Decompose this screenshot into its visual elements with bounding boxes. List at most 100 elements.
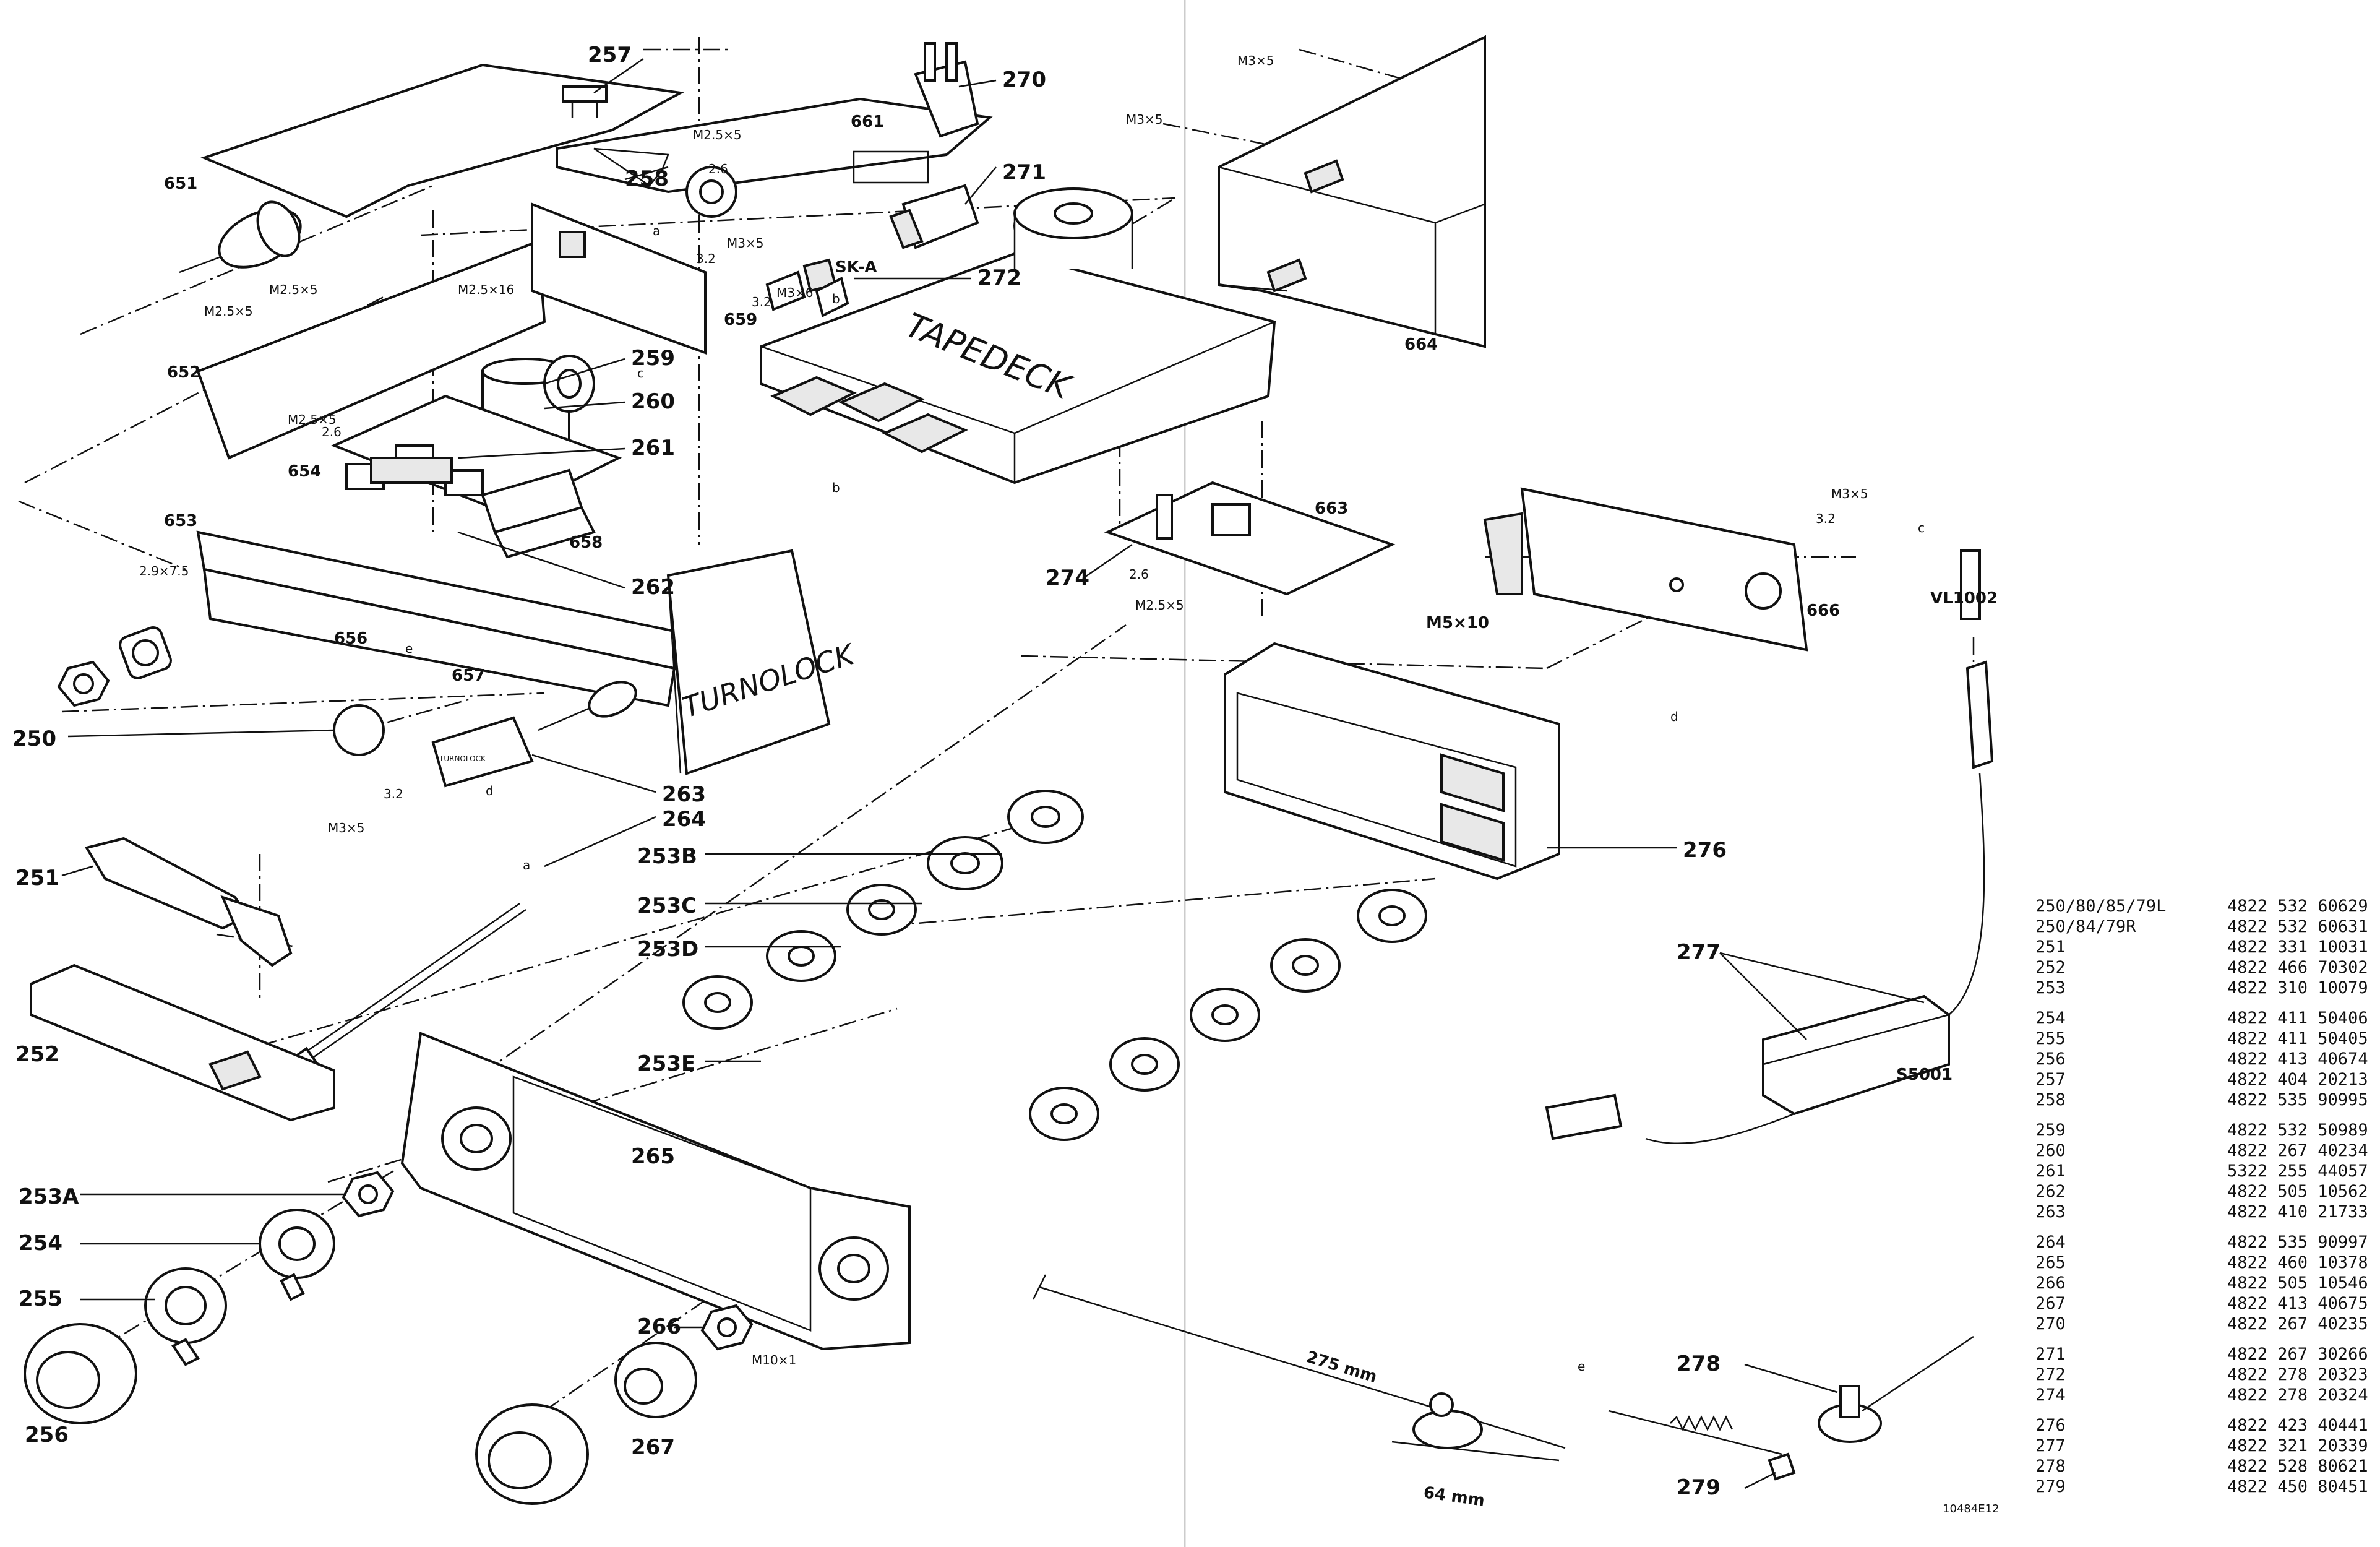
parts-list-number: 4822 278 20323 [2227,1365,2368,1384]
label-253D: 253D [637,937,698,962]
parts-list-ref: 261 [2035,1161,2066,1181]
note-d32-r: 3.2 [1816,511,1836,526]
label-664: 664 [1404,335,1438,354]
label-271: 271 [1002,160,1046,185]
label-256: 256 [25,1423,69,1447]
parts-list-number: 4822 505 10562 [2227,1182,2368,1201]
parts-list-number: 4822 450 80451 [2227,1477,2368,1496]
label-661: 661 [851,113,884,131]
connector-272 [815,277,849,317]
parts-list-number: 4822 413 40674 [2227,1049,2368,1069]
potentiometer-258 [593,147,737,218]
parts-list-number: 4822 413 40675 [2227,1294,2368,1313]
ref-letter-e: e [405,641,413,656]
label-657: 657 [452,666,485,685]
label-651: 651 [164,175,197,193]
label-254: 254 [19,1231,62,1256]
parts-list-ref: 278 [2035,1457,2066,1476]
bracket-661-cutout [853,150,929,184]
parts-list-ref: 251 [2035,937,2066,957]
note-m25x5-c: M2.5×5 [288,412,337,427]
parts-list-ref: 252 [2035,958,2066,977]
label-250: 250 [12,726,56,751]
parts-list-number: 4822 267 40234 [2227,1141,2368,1160]
label-656: 656 [334,629,367,648]
note-d26-c: 2.6 [322,424,342,439]
label-263: 263 [662,782,706,807]
note-29x75: 2.9×7.5 [139,564,189,579]
label-663: 663 [1315,499,1348,518]
knob-267-inner [614,1342,697,1418]
dimension-cable [1032,1274,1566,1462]
label-654: 654 [288,462,321,481]
tapedeck-272: TAPEDECK [760,187,1276,485]
rod-264 [290,902,526,1075]
parts-list-number: 4822 321 20339 [2227,1436,2368,1455]
parts-list-ref: 279 [2035,1477,2066,1496]
housing-cover-664 [1218,35,1486,348]
label-267: 267 [631,1435,675,1460]
washer-set-right [1029,889,1427,1141]
ref-letter-e2: e [1578,1359,1585,1374]
parts-list-number: 4822 532 60629 [2227,897,2368,916]
label-251: 251 [15,866,59,890]
ref-letter-d2: d [1670,709,1678,724]
nut-left-250 [57,626,172,707]
label-253B: 253B [637,844,697,869]
label-276: 276 [1683,838,1727,863]
parts-list-ref: 257 [2035,1070,2066,1089]
ref-letter-b2: b [832,480,840,495]
module-263-label: TURNOLOCK [439,754,486,763]
parts-list-number: 4822 404 20213 [2227,1070,2368,1089]
label-253A: 253A [19,1184,79,1209]
switch-block-261 [345,444,484,496]
parts-list-number: 4822 535 90997 [2227,1233,2368,1252]
turnolock-housing: TURNOLOCK [666,549,860,775]
label-261: 261 [631,436,675,460]
shaft-263 [538,681,637,731]
parts-list-row: 277 4822 321 20339 [2035,1436,2369,1456]
parts-list-ref: 277 [2035,1436,2066,1455]
parts-list-number: 4822 411 50406 [2227,1009,2368,1028]
front-panel-265 [400,1032,911,1351]
note-m25x5-a: M2.5×5 [269,282,318,297]
parts-list-number: 4822 535 90995 [2227,1090,2368,1110]
parts-list-row: 279 4822 450 80451 [2035,1476,2369,1497]
panel-module-276 [1224,642,1560,881]
label-666: 666 [1806,601,1840,620]
knob-267 [475,1403,589,1505]
spring-cable-278 [1608,1335,1974,1481]
parts-list-row: 265 4822 460 10378 [2035,1252,2369,1273]
label-265: 265 [631,1144,675,1169]
disk-250 [333,704,385,756]
parts-list-ref: 256 [2035,1049,2066,1069]
label-652: 652 [167,363,200,382]
label-258: 258 [625,166,669,191]
note-s5001: S5001 [1896,1066,1953,1084]
label-264: 264 [662,807,706,832]
note-m3x5-mid: M3×5 [727,236,763,251]
parts-list-ref: 259 [2035,1121,2066,1140]
note-d32-bot: 3.2 [384,786,403,801]
parts-list-ref: 250/84/79R [2035,917,2136,936]
parts-list-number: 4822 460 10378 [2227,1253,2368,1272]
parts-list-number: 4822 411 50405 [2227,1029,2368,1048]
note-m3x5-r3: M3×5 [1831,486,1868,501]
knob-254 [259,1209,335,1301]
note-d32-mid: 3.2 [752,295,771,309]
ref-letter-b: b [832,291,840,306]
label-272: 272 [977,265,1021,290]
parts-list-ref: 270 [2035,1314,2066,1334]
chassis-frame [531,202,707,355]
label-259: 259 [631,346,675,371]
parts-list-ref: 265 [2035,1253,2066,1272]
note-m3x5-bot: M3×5 [328,821,364,835]
parts-list-row: 256 4822 413 40674 [2035,1049,2369,1069]
